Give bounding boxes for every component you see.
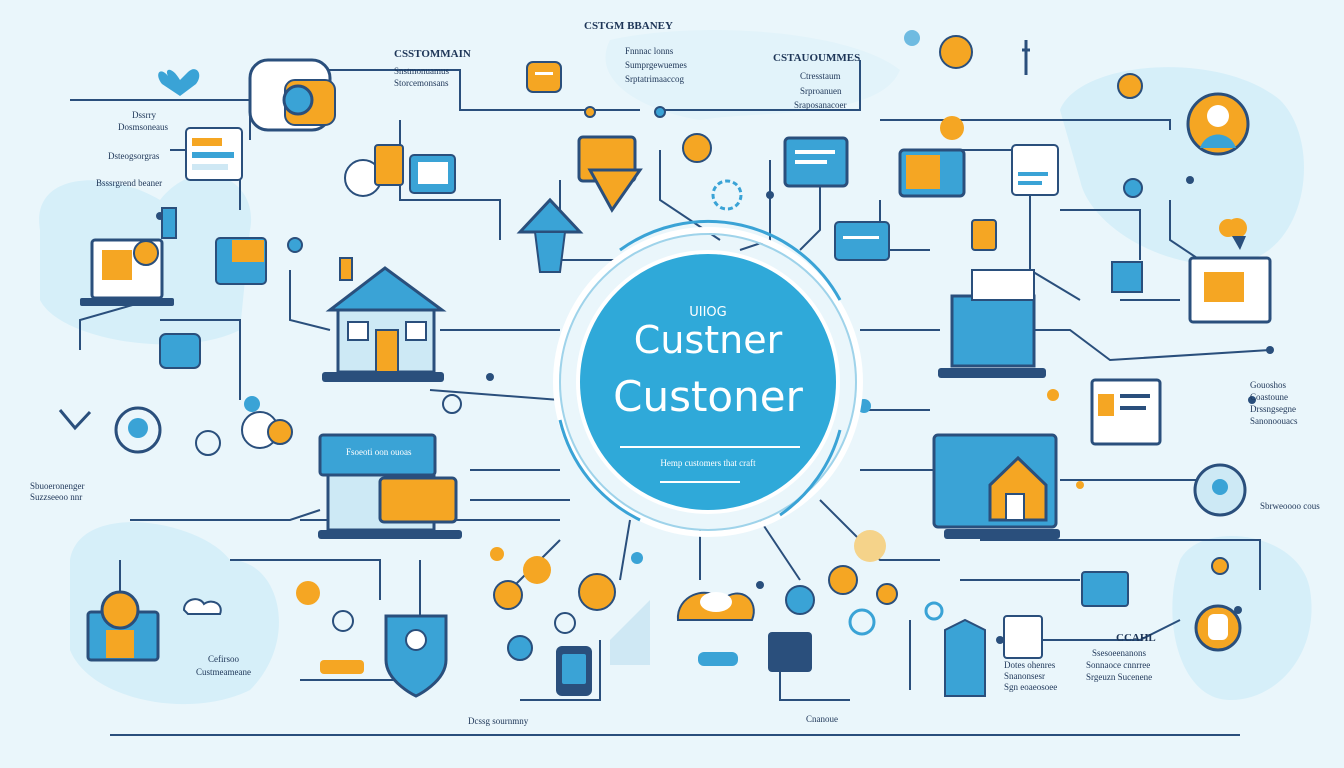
label-top-left-line2: Storcemonsans	[394, 78, 449, 88]
label-left-lower-line2: Suzzseeoo nnr	[30, 492, 83, 502]
wallet-icon	[526, 61, 562, 93]
tablet-icon	[320, 530, 1242, 697]
hub-caption: Hemp customers that craft	[660, 458, 756, 468]
profile-card-icon	[159, 207, 267, 369]
storefront-icon	[318, 433, 462, 539]
person-avatar-icon	[1193, 463, 1247, 517]
house-icon	[322, 257, 447, 382]
label-top-right-line1: Ctresstaum	[800, 71, 841, 81]
connector	[619, 519, 631, 581]
tablet-icon	[344, 144, 456, 197]
label-top-right-title: CSTAUOUMMES	[773, 52, 861, 64]
browser-window-icon	[185, 127, 243, 181]
label-right-mid-line4: Sanonoouacs	[1250, 416, 1298, 426]
connector	[130, 509, 321, 521]
connector	[289, 270, 331, 331]
connector	[759, 519, 801, 581]
label-right-mid-line2: Coastoune	[1250, 392, 1288, 402]
label-bottom-mid: Cnanoue	[806, 714, 838, 724]
shield-icon	[384, 614, 448, 698]
person-avatar-icon	[1186, 92, 1250, 156]
connector	[1169, 200, 1201, 261]
person-avatar-icon	[86, 590, 160, 662]
label-left-lower-line1: Sbuoeronenger	[30, 481, 85, 491]
connector	[880, 119, 1171, 130]
browser-window-icon	[1111, 256, 1272, 324]
label-bottom-center: Dcssg sournmny	[468, 716, 529, 726]
label-top-mid-line3: Srptatrimaaccog	[625, 74, 684, 84]
label-left-upper-line1: Dssrry	[132, 110, 156, 120]
label-top-left-title: CSSTOMMAIN	[394, 48, 471, 60]
label-left-upper-line4: Bsssrgrend beaner	[96, 178, 163, 188]
connector	[819, 499, 940, 561]
monitor-icon	[898, 116, 1059, 198]
connector	[960, 149, 1081, 301]
connector	[1000, 619, 1181, 641]
label-bottom-right-small-line3: Sgn eoaeosoee	[1004, 682, 1058, 692]
label-bottom-left-line1: Cefirsoo	[208, 654, 239, 664]
connector	[160, 319, 241, 400]
connector	[320, 69, 640, 111]
label-top-center: CSTGM BBANEY	[584, 20, 673, 32]
map-pin-icon	[904, 30, 1247, 250]
central-hub	[553, 219, 863, 537]
label-left-upper-line3: Dsteogsorgras	[108, 151, 160, 161]
label-right-mid-line3: Drssngsegne	[1250, 404, 1296, 414]
label-top-mid-line2: Sumprgewuemes	[625, 60, 687, 70]
store-sign-label: Fsoeoti oon ouoas	[346, 447, 412, 457]
monitor-icon	[932, 433, 1060, 539]
connector	[1060, 209, 1141, 260]
hub-title-line1: Custner	[633, 318, 783, 362]
tag-icon	[516, 197, 584, 273]
laptop-icon	[80, 238, 174, 306]
connector	[1020, 329, 1271, 362]
connector	[230, 559, 381, 600]
label-bottom-right-line1: Ssesoeenanons	[1092, 648, 1146, 658]
node-dots	[156, 73, 1274, 661]
label-top-right-line3: Sraposanacoer	[794, 100, 847, 110]
megaphone-icon	[577, 133, 712, 213]
connector	[79, 299, 151, 350]
label-top-right-line2: Srproanuen	[800, 86, 842, 96]
label-right-lower: Sbrweoooo cous	[1260, 501, 1320, 511]
label-bottom-left-line2: Custmeameane	[196, 667, 251, 677]
laptop-icon	[938, 219, 1046, 378]
label-top-left-line1: Snstmonuamus	[394, 66, 450, 76]
connector	[799, 180, 821, 251]
label-bottom-right-small-line1: Dotes ohenres	[1004, 660, 1056, 670]
connector	[980, 539, 1261, 590]
hub-title-line2: Custoner	[613, 372, 803, 421]
label-left-upper-line2: Dosmsoneaus	[118, 122, 168, 132]
label-bottom-right-line3: Srgeuzn Sucenene	[1086, 672, 1153, 682]
heart-icon	[158, 69, 200, 96]
connector	[520, 640, 601, 701]
bell-icon	[58, 406, 293, 454]
label-right-mid-line1: Gouoshos	[1250, 380, 1287, 390]
document-icon	[1090, 378, 1162, 446]
cloud-icon	[182, 591, 755, 666]
label-bottom-right-title: CCAHL	[1116, 632, 1156, 644]
hub-small-label: UIIOG	[689, 305, 727, 320]
connector	[659, 150, 721, 241]
connector	[429, 389, 561, 401]
connector	[660, 60, 861, 111]
smartphone-icon	[556, 600, 812, 696]
label-bottom-right-line2: Sonnaoce cnnrree	[1086, 660, 1151, 670]
label-bottom-right-small-line2: Snanonsesr	[1004, 671, 1045, 681]
shopping-bag-icon	[248, 58, 336, 132]
chat-bubble-icon	[783, 136, 890, 261]
label-top-mid-line1: Fnnnac lonns	[625, 46, 674, 56]
